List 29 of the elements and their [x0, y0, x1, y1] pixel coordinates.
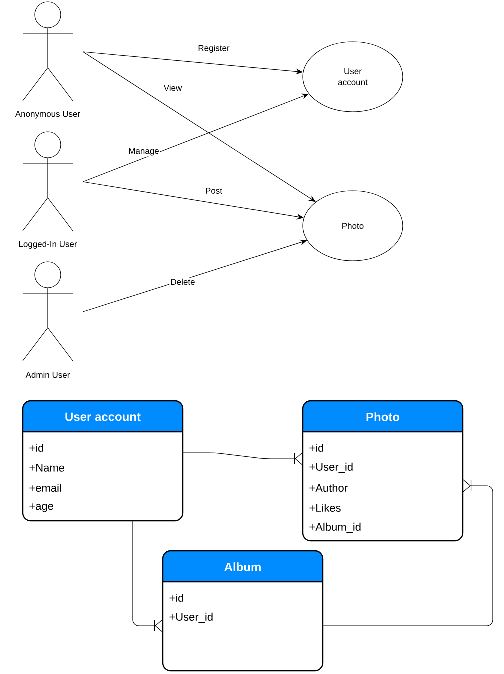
entity-table — [162, 550, 324, 672]
entity-table — [22, 400, 184, 522]
arrow — [82, 182, 304, 220]
attribute-text: +id — [30, 444, 44, 452]
actor-label: Admin User — [26, 372, 70, 378]
edge-label: Register — [197, 44, 231, 54]
attribute-text: +Likes — [310, 504, 341, 512]
attribute-text: +Author — [310, 484, 348, 492]
attribute-text: +id — [170, 594, 184, 602]
attribute-text: +Album_id — [310, 522, 361, 534]
edge-label: Manage — [128, 147, 160, 157]
attribute-text: +Name — [30, 464, 64, 472]
attribute-text: +id — [310, 444, 324, 452]
attribute-text: +User_id — [170, 612, 213, 624]
attribute-text: +User_id — [310, 462, 353, 474]
table-title: Album — [224, 562, 261, 572]
edge-label: Post — [204, 187, 224, 195]
table-title: User account — [66, 412, 141, 422]
relationship-line — [132, 520, 163, 632]
actor-label: Anonymous User — [15, 111, 80, 119]
attribute-text: +email — [30, 484, 62, 492]
edge-label: Delete — [170, 278, 196, 286]
relationship-line — [322, 480, 494, 626]
attribute-text: +age — [30, 504, 54, 512]
table-title: Photo — [366, 412, 400, 422]
entity-table — [302, 400, 464, 542]
actor-label: Logged-In User — [19, 241, 78, 249]
relationship-line — [182, 452, 303, 466]
edge-label: View — [162, 84, 184, 92]
